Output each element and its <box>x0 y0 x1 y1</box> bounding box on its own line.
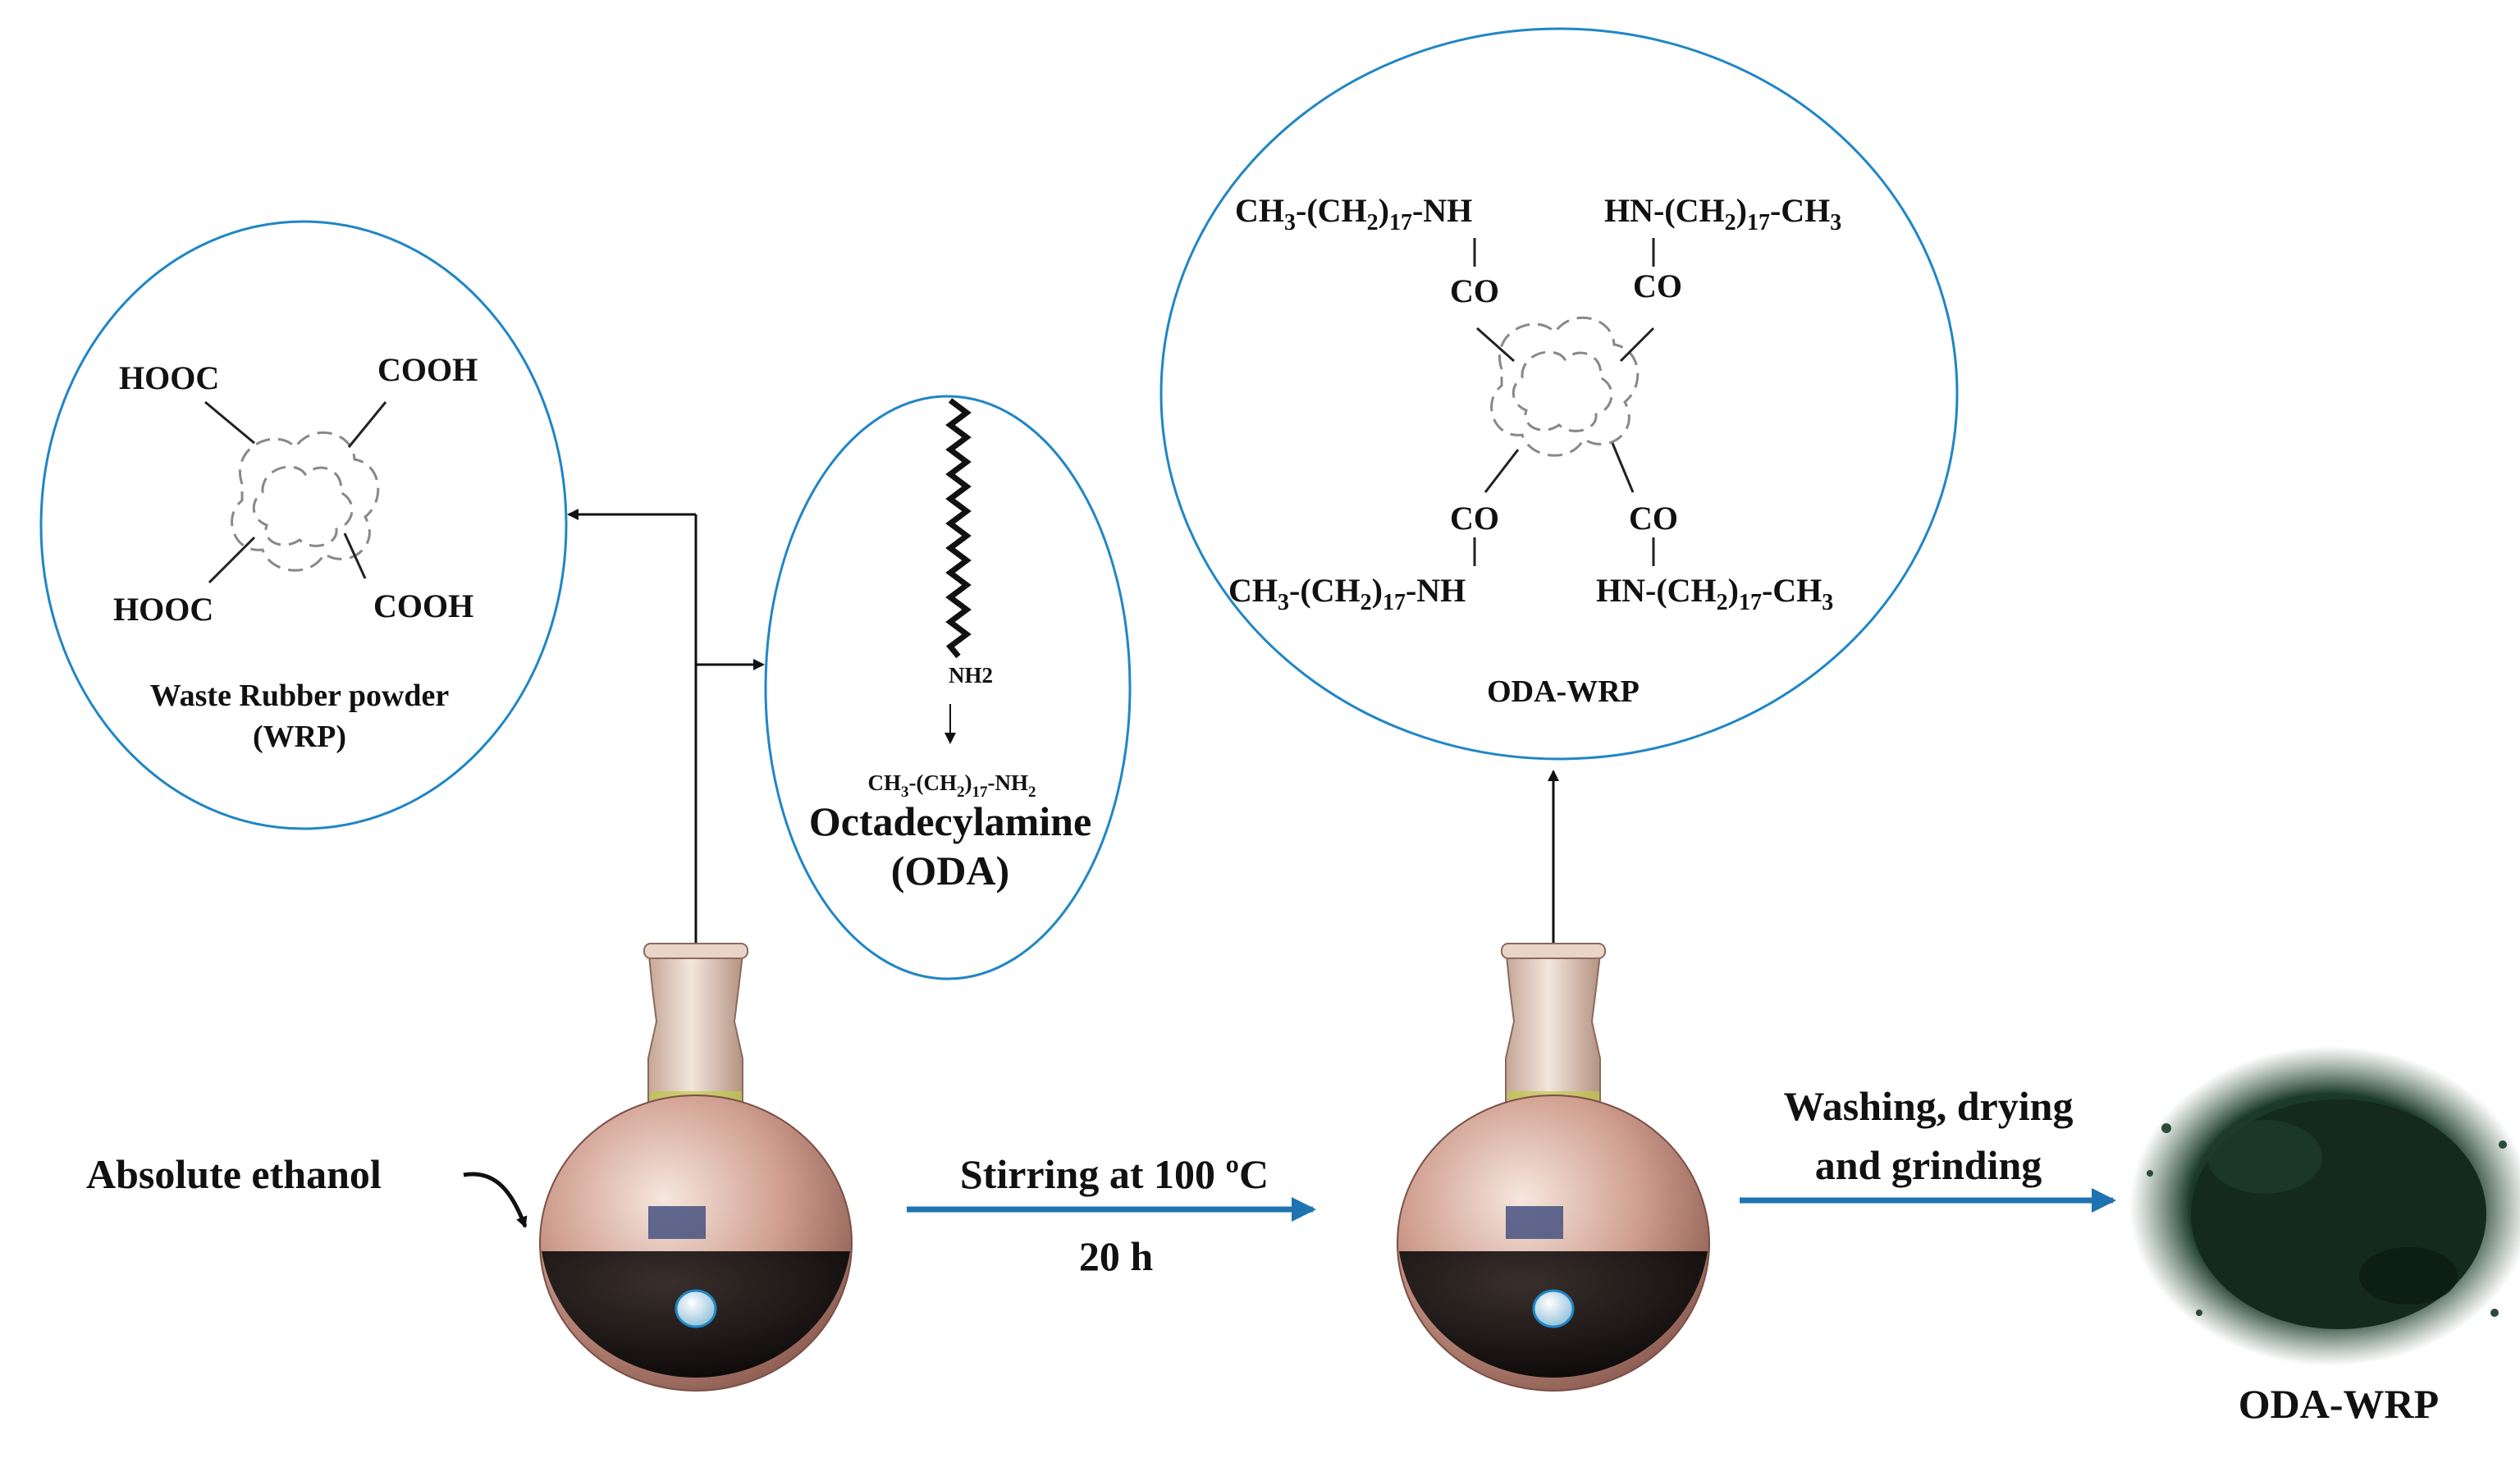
oda-wrp-chain-tr: HN-(CH2)17-CH3 <box>1604 192 1841 235</box>
oda-wrp-co-br: CO <box>1629 500 1678 537</box>
flask-2 <box>1397 943 1710 1392</box>
flask-1-stir-bar <box>675 1289 717 1328</box>
rubber-particle-icon <box>231 431 380 572</box>
alkyl-chain-icon <box>945 398 972 659</box>
flask-2-neck <box>1504 947 1603 1108</box>
oda-wrp-chain-br: HN-(CH2)17-CH3 <box>1596 572 1833 615</box>
oda-wrp-chain-tl: CH3-(CH2)17-NH <box>1235 192 1472 235</box>
step2-label-line1: Washing, drying <box>1784 1083 2074 1129</box>
wrp-bonds <box>204 400 387 584</box>
oda-oval <box>764 395 1132 980</box>
oda-wrp-co-tr: CO <box>1633 267 1682 304</box>
oda-wrp-bonds <box>1473 238 1655 566</box>
flask-2-stir-bar <box>1532 1289 1575 1328</box>
product-powder <box>2129 1046 2520 1366</box>
oda-abbrev: (ODA) <box>891 848 1009 894</box>
oda-wrp-co-tl: CO <box>1450 272 1499 309</box>
wrp-group-tr: COOH <box>377 351 478 388</box>
step1-label-line2: 20 h <box>1079 1233 1154 1279</box>
oda-wrp-panel: CH3-(CH2)17-NH HN-(CH2)17-CH3 CO CO CO C… <box>1159 27 1959 761</box>
wrp-group-bl: HOOC <box>113 591 213 628</box>
oda-wrp-caption: ODA-WRP <box>1487 674 1640 709</box>
wrp-group-tl: HOOC <box>119 359 219 396</box>
wrp-group-br: COOH <box>373 587 473 624</box>
product-label: ODA-WRP <box>2239 1381 2439 1427</box>
wrp-caption-line2: (WRP) <box>253 720 346 754</box>
rubber-particle-icon-2 <box>1490 316 1640 457</box>
solvent-label: Absolute ethanol <box>86 1151 382 1197</box>
oda-wrp-circle <box>1159 27 1959 761</box>
wrp-panel: HOOC COOH HOOC COOH Waste Rubber powder … <box>39 220 568 830</box>
solvent-curved-arrow <box>463 1172 528 1228</box>
oda-formula: CH3-(CH2)17-NH2 <box>868 770 1036 801</box>
wrp-caption-line1: Waste Rubber powder <box>150 679 450 713</box>
step2-label-line2: and grinding <box>1815 1142 2042 1188</box>
flask-1-neck <box>647 947 745 1108</box>
oda-wrp-co-bl: CO <box>1450 500 1499 537</box>
flask-1 <box>539 943 853 1392</box>
wrp-circle <box>39 220 568 830</box>
oda-name: Octadecylamine <box>809 798 1091 844</box>
oda-panel: NH2 CH3-(CH2)17-NH2 Octadecylamine (ODA) <box>764 395 1132 980</box>
oda-wrp-chain-bl: CH3-(CH2)17-NH <box>1228 572 1466 615</box>
step1-label-line1: Stirring at 100 ºC <box>960 1151 1269 1197</box>
oda-amine-label: NH2 <box>949 663 993 688</box>
